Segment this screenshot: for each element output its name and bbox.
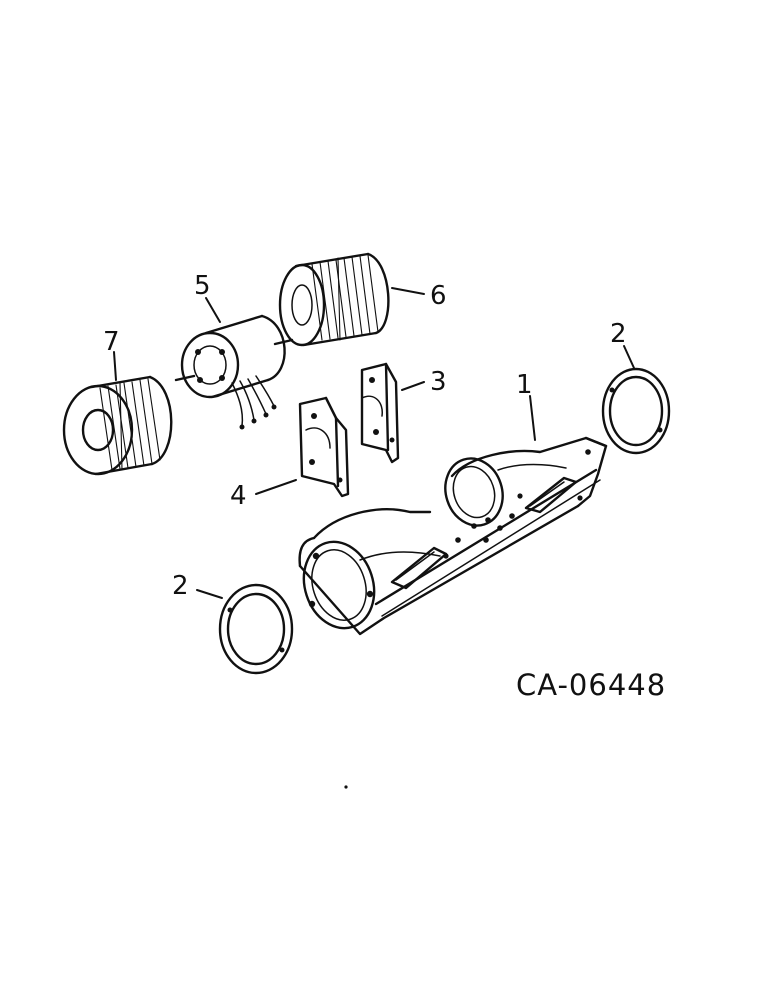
blower-wheel-right	[278, 252, 390, 347]
motor	[174, 314, 294, 430]
callout-housing: 1	[516, 370, 533, 400]
callout-bracket-right: 3	[430, 367, 447, 397]
callout-bracket-left: 4	[230, 481, 247, 511]
stray-mark	[344, 785, 348, 789]
callout-wheel-left: 7	[103, 327, 120, 357]
callout-motor: 5	[194, 271, 211, 301]
figure-id: CA-06448	[516, 668, 666, 702]
ring-right	[601, 367, 671, 455]
blower-wheel-left	[62, 375, 173, 476]
callout-ring-left: 2	[172, 571, 189, 601]
mounting-bracket-left	[298, 396, 350, 498]
callout-wheel-right: 6	[430, 281, 447, 311]
mounting-bracket-right	[360, 362, 400, 464]
ring-left	[218, 583, 294, 675]
blower-housing	[298, 436, 608, 636]
leader-lines	[113, 287, 635, 599]
callout-ring-right: 2	[610, 319, 627, 349]
